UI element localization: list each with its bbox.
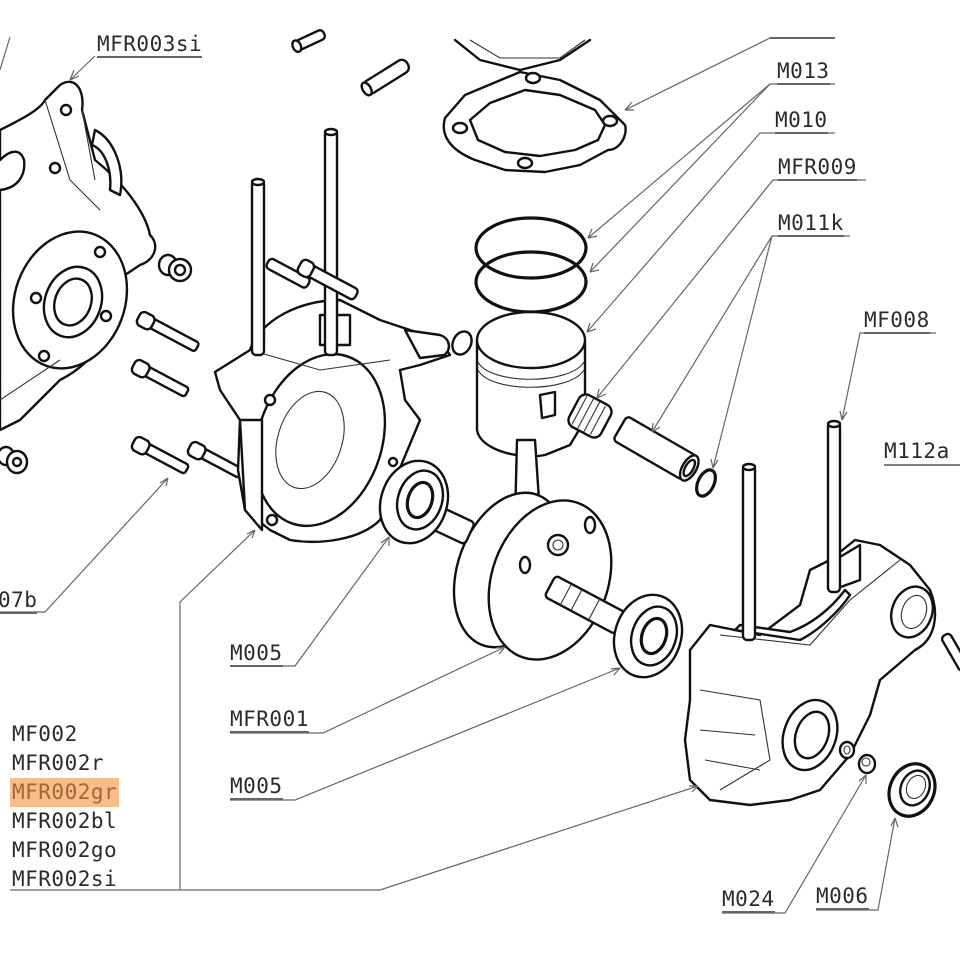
callout-m024[interactable]: M024 [722, 887, 775, 913]
studs-center[interactable] [250, 127, 339, 357]
piston-ring-top[interactable] [474, 216, 588, 280]
washer-small[interactable] [838, 740, 856, 760]
callout-mf008[interactable]: MF008 [864, 308, 930, 334]
circlip[interactable] [693, 467, 719, 499]
bolt-right-edge[interactable] [940, 632, 960, 673]
callout-m010[interactable]: M010 [775, 108, 828, 134]
cylinder-gasket[interactable] [442, 38, 627, 174]
callout-mfr003si[interactable]: MFR003si [97, 32, 203, 58]
variant-item[interactable]: MFR002r [12, 751, 105, 775]
nut-upper[interactable] [157, 253, 193, 283]
needle-bearing[interactable] [566, 392, 615, 441]
callout-mfr009[interactable]: MFR009 [778, 155, 857, 181]
callout-m112a[interactable]: M112a [884, 439, 950, 463]
crankcase-variant-list: MF002 MFR002r MFR002gr MFR002bl MFR002go… [10, 720, 120, 894]
dowel-pins[interactable] [265, 28, 411, 302]
callout-m013[interactable]: M013 [777, 59, 830, 85]
callout-07b[interactable]: 07b [0, 588, 38, 614]
variant-item[interactable]: MFR002go [12, 838, 118, 862]
callout-m005-upper[interactable]: M005 [230, 641, 283, 667]
callout-mfr001[interactable]: MFR001 [230, 707, 309, 733]
nut-lower[interactable] [0, 445, 29, 475]
piston[interactable] [475, 310, 587, 458]
variant-item[interactable]: MF002 [12, 722, 78, 746]
studs-right[interactable] [741, 419, 842, 642]
screws-left[interactable] [130, 310, 244, 480]
callout-m011k[interactable]: M011k [778, 211, 844, 237]
variant-item[interactable]: MFR002bl [12, 809, 118, 833]
variant-item[interactable]: MFR002si [12, 867, 118, 891]
plug-m024[interactable] [857, 753, 877, 775]
callout-m005-lower[interactable]: M005 [230, 774, 283, 800]
oil-seal-m006[interactable] [881, 756, 944, 824]
callout-top-right-unlabeled[interactable] [770, 16, 835, 39]
variant-item-highlighted[interactable]: MFR002gr [10, 778, 120, 807]
main-bearing-left[interactable] [370, 452, 459, 552]
callout-m006[interactable]: M006 [816, 884, 869, 910]
main-bearing-right[interactable] [604, 586, 693, 686]
piston-ring-bottom[interactable] [474, 250, 588, 314]
right-crankcase-half[interactable] [683, 538, 940, 807]
crankshaft[interactable] [425, 438, 633, 677]
left-crankcase-half[interactable] [0, 80, 157, 432]
wrist-pin[interactable] [613, 416, 702, 484]
